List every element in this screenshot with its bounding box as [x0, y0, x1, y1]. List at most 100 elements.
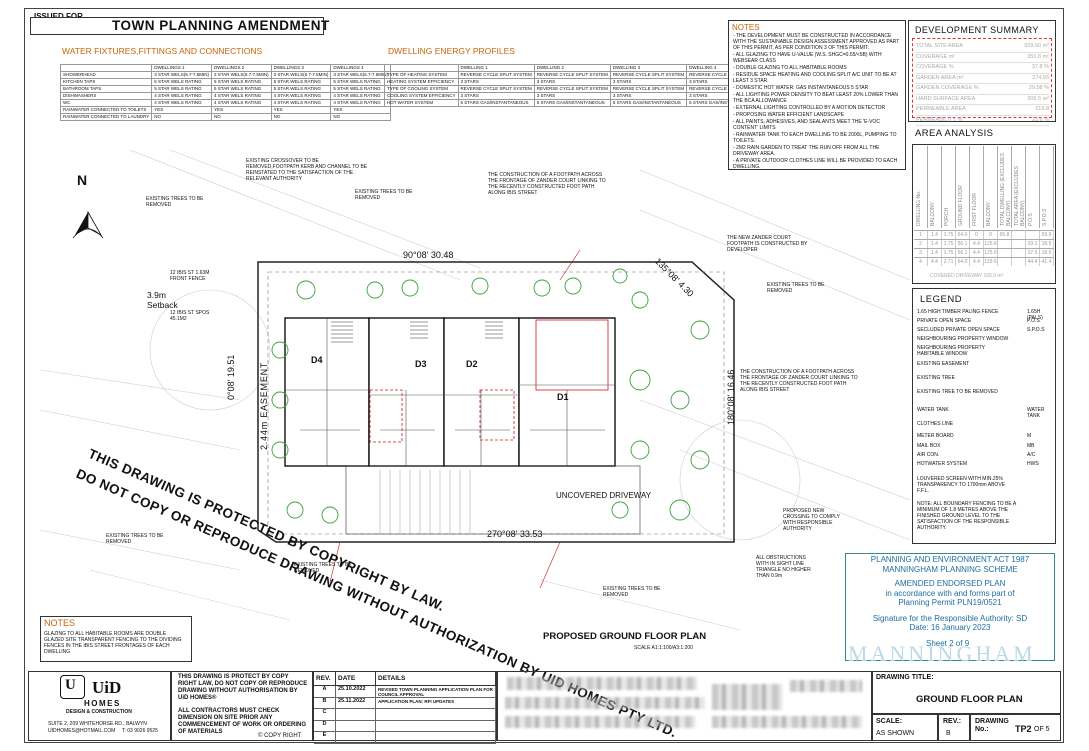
area-header-label: GROUND FLOOR — [958, 185, 964, 226]
summary-label: GARDEN AREA m² — [916, 74, 964, 81]
summary-row: PERMEABILITY %23.6 % — [916, 116, 1049, 126]
water-table-cell: 4 STAR WELS RATING — [151, 99, 212, 107]
area-cell — [998, 258, 1012, 266]
area-cell: 1.75 — [942, 240, 956, 248]
scale-label: SCALE: — [876, 718, 903, 725]
dwelling-d2-label: D2 — [466, 359, 478, 369]
area-cell: 125.6 — [984, 240, 998, 248]
legend-items: 1.65 HIGH TIMBER PALING FENCE 1.65H (PALS… — [917, 309, 1053, 470]
note-item: - ALL GLAZING TO HAVE U-VALUE (W.S. SHGC… — [733, 52, 882, 64]
revision-cell: A — [314, 686, 336, 697]
revision-cell — [376, 732, 496, 743]
drawing-no-value: TP2 — [1015, 724, 1032, 734]
water-table-cell: NO — [210, 113, 272, 121]
water-table-cell: KITCHEN TAPS — [59, 78, 153, 86]
energy-table-cell: REVERSE CYCLE SPLIT SYSTEM — [533, 71, 611, 79]
legend-louvred-screen: LOUVERED SCREEN WITH MIN.25% TRANSPARENC… — [917, 476, 1005, 494]
context-linework — [40, 150, 910, 631]
revision-header-cell: DATE — [336, 672, 376, 685]
landscape-trees — [271, 268, 710, 524]
energy-table-cell: 5 STARS GAS/INSTANTANEOUS — [609, 99, 688, 107]
energy-table-cell: TYPE OF COOLING SYSTEM — [384, 85, 459, 93]
legend-item-label: MAIL BOX — [917, 443, 941, 449]
summary-label: HARD SURFACE AREA — [916, 95, 976, 102]
summary-value: 309.5 m² — [1027, 95, 1049, 102]
water-table-cell: RAINWATER CONNECTED TO TOILETS — [59, 106, 153, 114]
legend-item-label: EXISTING TREE TO BE REMOVED — [917, 389, 998, 395]
summary-value: 929.60 m² — [1024, 43, 1049, 49]
water-table-cell: 4 STAR WELS RATING — [270, 92, 332, 100]
note-item: - RAINWATER TANK TO EACH DWELLING TO BE … — [733, 132, 897, 144]
area-cell: 41.4 — [1040, 258, 1054, 266]
summary-label: PERMEABLE AREA — [916, 106, 966, 112]
summary-label: COVERAGE % — [916, 64, 954, 70]
legend-item: EXISTING TREE — [917, 375, 1053, 389]
development-summary-title: DEVELOPMENT SUMMARY — [915, 25, 1039, 35]
rev-value: B — [946, 730, 951, 737]
legend-item-label: 1.65 HIGH TIMBER PALING FENCE — [917, 309, 999, 315]
area-cell: 64.0 — [956, 231, 970, 239]
drawing-title-label: DRAWING TITLE: — [876, 674, 934, 681]
legend-item-key: M — [1027, 433, 1032, 439]
notes-list: - THE DEVELOPMENT MUST BE CONSTRUCTED IN… — [733, 33, 903, 171]
area-header-cell: PORCH — [942, 146, 956, 228]
revision-header-cell: REV. — [314, 672, 336, 685]
water-table-cell: DISHWASHERS — [59, 92, 153, 100]
revision-cell: D — [314, 720, 336, 731]
legend-item-key: WATER TANK — [1027, 407, 1045, 419]
stamp-line-endorsed: AMENDED ENDORSED PLAN — [894, 579, 1006, 588]
redacted-block — [505, 716, 695, 728]
legend-item-label: HOTWATER SYSTEM — [917, 461, 967, 467]
scale-value: AS SHOWN — [876, 730, 915, 737]
note-item: - ALL PAINTS, ADHESIVES, AND SEALANTS ME… — [733, 119, 880, 131]
legend-item-label: AIR CON. — [917, 452, 940, 458]
energy-table-cell: HOT WATER SYSTEM — [384, 99, 459, 107]
area-cell: 2 — [914, 240, 928, 248]
energy-table-title: DWELLING ENERGY PROFILES — [388, 46, 515, 56]
legend-item-label: METER BOARD — [917, 433, 954, 439]
room-partitions — [285, 318, 615, 466]
internal-layout-amendment-d3 — [369, 389, 403, 443]
area-cell: 4.4 — [970, 240, 984, 248]
note-item: - THE DEVELOPMENT MUST BE CONSTRUCTED IN… — [733, 33, 900, 51]
area-header-label: DWELLING No. — [916, 190, 922, 226]
area-header-label: TOTAL AREA (EXCLUDES BALCONY) — [1014, 166, 1026, 226]
legend-item: EXISTING EASEMENT — [917, 361, 1053, 375]
summary-label: GARDEN COVERAGE % — [916, 85, 979, 91]
water-table-cell: 3 STAR WELS(6.7-7.5MIN) — [270, 71, 332, 79]
legend-title: LEGEND — [920, 294, 963, 305]
stamp-line-scheme: MANNINGHAM PLANNING SCHEME — [882, 564, 1018, 574]
notes-left-panel — [40, 616, 192, 662]
area-cell: 64.0 — [956, 258, 970, 266]
note-item: - A PRIVATE OUTDOOR CLOTHES LINE WILL BE… — [733, 158, 898, 170]
legend-note: NOTE: ALL BOUNDARY FENCING TO BE A MINIM… — [917, 501, 1016, 531]
north-label: N — [77, 172, 88, 188]
area-cell: 4.4 — [970, 249, 984, 257]
water-table-cell: 5 STAR WELS RATING — [270, 85, 332, 93]
revision-cell: REVISED TOWN PLANNING APPLICATION PLAN F… — [376, 686, 496, 697]
water-table-cell: YES — [210, 106, 272, 114]
water-table-cell: 4 STAR WELS RATING — [330, 92, 392, 100]
sheet-border — [24, 8, 1064, 743]
plan-scale: SCALE A1:1:100/A3:1:200 — [634, 645, 693, 651]
legend-item-key: 1.65H (PALS) — [1027, 309, 1043, 321]
plan-title: PROPOSED GROUND FLOOR PLAN — [543, 631, 707, 642]
area-header-label: S.P.O.S — [1042, 208, 1048, 226]
legend-item-key: P.O.S — [1027, 318, 1040, 324]
notes-left-title: NOTES — [44, 618, 76, 628]
summary-label: TOTAL SITE AREA — [916, 43, 963, 49]
area-header-label: P.O.S — [1028, 213, 1034, 226]
revision-cell — [336, 720, 376, 731]
legend-item-label: EXISTING TREE — [917, 375, 955, 381]
revisions-cell — [313, 671, 497, 741]
redacted-block — [790, 680, 862, 692]
area-cell: 18.6 — [1040, 240, 1054, 248]
